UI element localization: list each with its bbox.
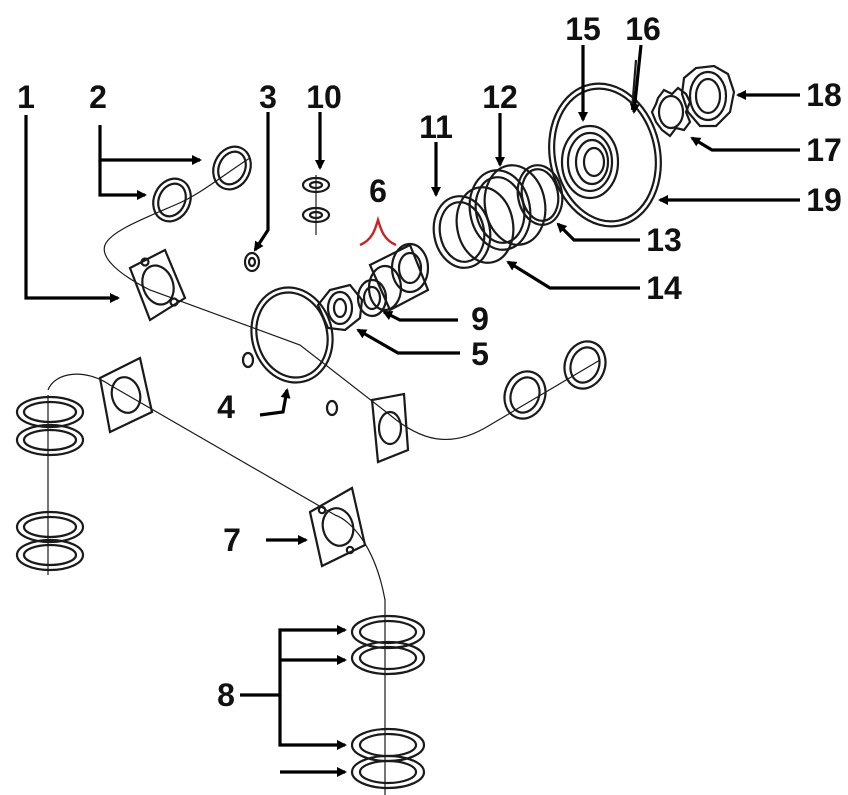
callout-10: 10 — [306, 79, 342, 115]
part-4-cover-gasket — [241, 286, 339, 417]
callout-4: 4 — [217, 389, 235, 425]
callout-6: 6 — [369, 173, 387, 209]
callout-2: 2 — [89, 79, 107, 115]
part-19-disc — [548, 82, 662, 228]
part-8-o-rings — [15, 340, 607, 790]
part-3-washer — [243, 251, 261, 273]
callout-15: 15 — [565, 11, 601, 47]
callout-18: 18 — [806, 77, 842, 113]
callout-12: 12 — [482, 79, 518, 115]
callout-labels: 1 2 3 4 5 6 7 8 9 10 11 12 13 14 15 16 1… — [17, 11, 842, 713]
callout-19: 19 — [806, 182, 842, 218]
callout-13: 13 — [646, 222, 682, 258]
part-6-bushing-set — [359, 215, 430, 312]
callout-1: 1 — [17, 79, 35, 115]
part-7-flange-gasket-mid — [370, 392, 410, 464]
callout-16: 16 — [625, 11, 661, 47]
callout-8: 8 — [217, 677, 235, 713]
callout-14: 14 — [646, 270, 682, 306]
callout-11: 11 — [419, 109, 453, 145]
callout-17: 17 — [806, 132, 842, 168]
callout-3: 3 — [259, 79, 277, 115]
part-10-washers — [301, 176, 331, 224]
part-14-seal — [455, 186, 515, 264]
part-13-ring — [516, 164, 564, 226]
part-9-spacer — [356, 278, 388, 318]
leader-arrows — [24, 44, 800, 777]
part-7-flange-gasket-upper — [98, 356, 154, 434]
part-1-flange-gasket — [128, 248, 187, 322]
assembly-lines — [47, 157, 601, 795]
lower-assembly-line — [47, 373, 386, 795]
callout-7: 7 — [223, 522, 241, 558]
callout-5: 5 — [471, 336, 489, 372]
part-2-o-rings — [152, 145, 252, 223]
part-17-lock-washer — [650, 86, 692, 138]
part-16-pin — [630, 59, 638, 111]
callout-9: 9 — [471, 301, 489, 337]
upper-assembly-line — [103, 157, 601, 440]
part-11-ring — [432, 195, 492, 269]
part-18-lock-nut — [680, 64, 736, 128]
part-15-bearing — [560, 124, 620, 200]
part-6-bracket — [359, 215, 397, 247]
part-7-flange-gasket-lower — [308, 486, 367, 568]
